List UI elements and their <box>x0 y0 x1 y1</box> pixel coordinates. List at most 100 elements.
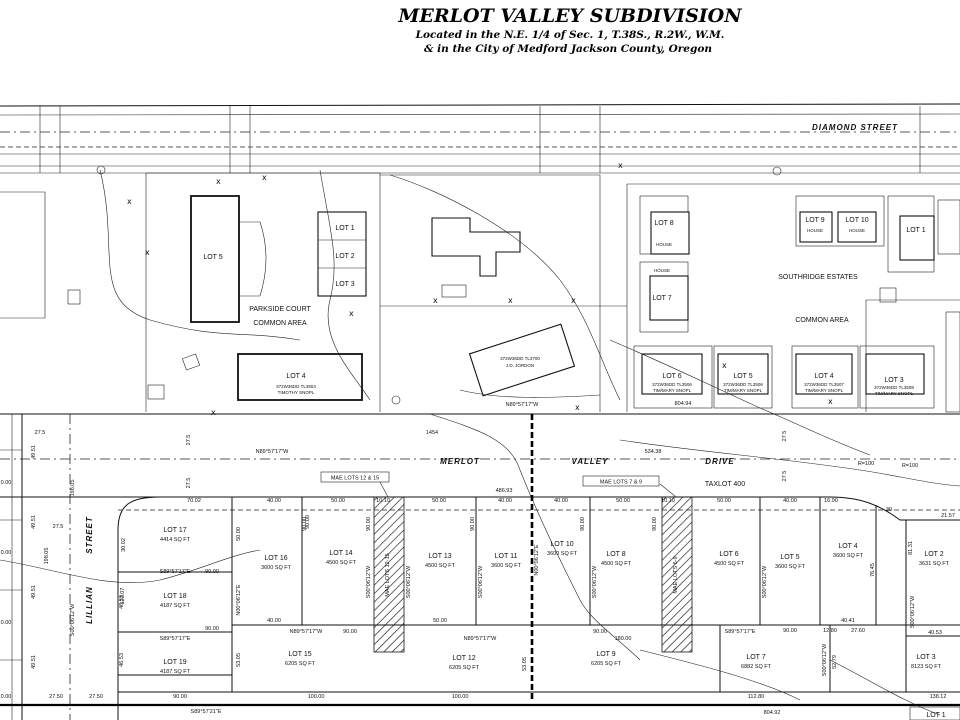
dimension-label: 50.00 <box>432 498 446 504</box>
owner-name: TIM/MARY SNOPL <box>805 388 844 393</box>
owner-taxlot: 372W36DD TL3507 <box>804 382 844 387</box>
dimension-label: 100.00 <box>308 694 325 700</box>
dimension-label: 27.5 <box>782 471 788 482</box>
leader-line <box>379 481 389 498</box>
bearing-label: N89°57'17"W <box>290 629 324 635</box>
dimension-label: 27.60 <box>851 628 865 634</box>
lot-area: 4500 SQ FT <box>425 563 456 569</box>
owner-taxlot: 372W36DD TL3700 <box>500 356 540 361</box>
building <box>190 195 240 323</box>
lot-parcel <box>909 706 960 720</box>
bearing-label: N00°06'12"E <box>534 544 540 576</box>
manhole-symbol <box>391 395 401 405</box>
dimension-label: 90.00 <box>470 517 476 531</box>
dimension-label: 27.5 <box>35 430 46 436</box>
diamond-street: DIAMOND STREET <box>0 103 960 176</box>
building <box>837 211 877 243</box>
lot-label: LOT 7 <box>652 295 671 302</box>
dimension-label: 50.00 <box>616 498 630 504</box>
utility-line <box>639 649 801 701</box>
lot-parcel <box>713 345 773 409</box>
parkside-court-area: LOT 5 LOT 1 LOT 2 LOT 3 PARKSIDE COURT C… <box>0 169 381 412</box>
lot-name: LOT 13 <box>428 553 451 560</box>
lot-area: 3600 SQ FT <box>261 565 292 571</box>
building <box>799 211 833 243</box>
owner-taxlot: 372W36DD TL3508 <box>874 385 914 390</box>
fence-marker: x <box>722 361 727 370</box>
dimension-label: 40.00 <box>267 498 281 504</box>
fence-marker: x <box>211 408 216 417</box>
plat-location: Located in the N.E. 1/4 of Sec. 1, T.38S… <box>415 29 725 41</box>
dimension-label: 40.00 <box>783 498 797 504</box>
lot-parcel <box>633 345 713 409</box>
dimension-label: 486.93 <box>496 488 513 494</box>
bearing-label: S00°06'12"W <box>910 595 916 628</box>
lot-name: LOT 1 <box>926 712 945 719</box>
easement-hatch <box>661 496 693 653</box>
driveway <box>459 389 601 398</box>
dimension-label: 90.00 <box>652 517 658 531</box>
lot-label: LOT 3 <box>884 377 903 384</box>
dimension-label: 27.5 <box>186 435 192 446</box>
dimension-label: 52.79 <box>832 655 838 669</box>
parcel-lines <box>0 449 22 661</box>
utility-line <box>429 413 641 661</box>
lot-area: 4500 SQ FT <box>601 561 632 567</box>
dimension-label: 53.05 <box>522 657 528 671</box>
dimension-label: 12.80 <box>823 628 837 634</box>
building <box>795 353 853 395</box>
dimension-label: 49.51 <box>31 655 37 669</box>
dimension-label: 49.51 <box>31 515 37 529</box>
house-label: HOUSE <box>849 228 865 233</box>
dimension-label: 50.00 <box>717 498 731 504</box>
manhole-symbol <box>772 166 782 176</box>
dimension-label: 30 <box>886 507 892 513</box>
fence-marker: x <box>575 403 580 412</box>
bearing-label: N89°57'17"W <box>464 636 498 642</box>
diamond-street-north-edge <box>0 103 960 107</box>
lot-name: LOT 4 <box>838 543 857 550</box>
lot-label: LOT 6 <box>662 373 681 380</box>
common-area-label: COMMON AREA <box>795 317 849 324</box>
lot-name: LOT 15 <box>288 651 311 658</box>
lot-labels: LOT 17 4414 SQ FT LOT 16 3600 SQ FT LOT … <box>160 527 960 720</box>
common-area-label: COMMON AREA <box>253 320 307 327</box>
bearing-label: S89°57'17"E <box>160 636 191 642</box>
bearing-label: S00°06'12"W <box>366 565 372 598</box>
building <box>431 217 521 277</box>
valley-label: VALLEY <box>572 457 609 466</box>
dimension-label: 27.5 <box>782 431 788 442</box>
house-label: HOUSE <box>807 228 823 233</box>
diamond-street-label: DIAMOND STREET <box>812 123 898 132</box>
lot-label: LOT 5 <box>733 373 752 380</box>
lot-area: 6205 SQ FT <box>285 661 316 667</box>
lot-label: LOT 2 <box>335 253 354 260</box>
dimension-label: 40.53 <box>928 630 942 636</box>
dimension-label: 76.45 <box>870 563 876 577</box>
utility-line <box>0 113 960 116</box>
fence-marker: x <box>127 197 132 206</box>
plat-title: MERLOT VALLEY SUBDIVISION <box>397 5 742 27</box>
dimension-label: 0.00 <box>1 550 12 556</box>
lot-area: 6205 SQ FT <box>591 661 622 667</box>
shed <box>147 384 165 400</box>
interior-dimensions: 90.00 90.00 90.00 90.00 180.00 90.00 90.… <box>119 515 942 715</box>
lot-name: LOT 18 <box>163 593 186 600</box>
dimension-label: 1454 <box>426 430 438 436</box>
leader-line <box>659 483 677 498</box>
mae-label: MAE LOTS 12-15 <box>385 553 391 596</box>
bearing-label: S89°57'21"E <box>191 709 222 715</box>
lot-parcel <box>945 311 960 413</box>
lillian-street: STREET LILLIAN 27.5 27.5 198.05 198.05 4… <box>0 414 94 720</box>
boundary-dimensions: 27.50 27.50 90.00 100.00 100.00 112.80 8… <box>1 694 947 716</box>
merlot-valley-drive: MERLOT VALLEY DRIVE N89°57'17"W 534.38 1… <box>0 413 960 720</box>
building <box>649 275 689 321</box>
dimension-label: 27.50 <box>49 694 63 700</box>
curve-label: R=100 <box>902 463 918 469</box>
jordon-parcel-area: 372W36DD TL3700 J.D. JORDON N89°57'17"W <box>380 174 627 412</box>
house-label: HOUSE <box>656 242 672 247</box>
mae-callout: MAE LOTS 7 & 9 <box>600 480 642 486</box>
bearing-label: S89°57'17"E <box>160 569 191 575</box>
fence-marker: x <box>828 397 833 406</box>
